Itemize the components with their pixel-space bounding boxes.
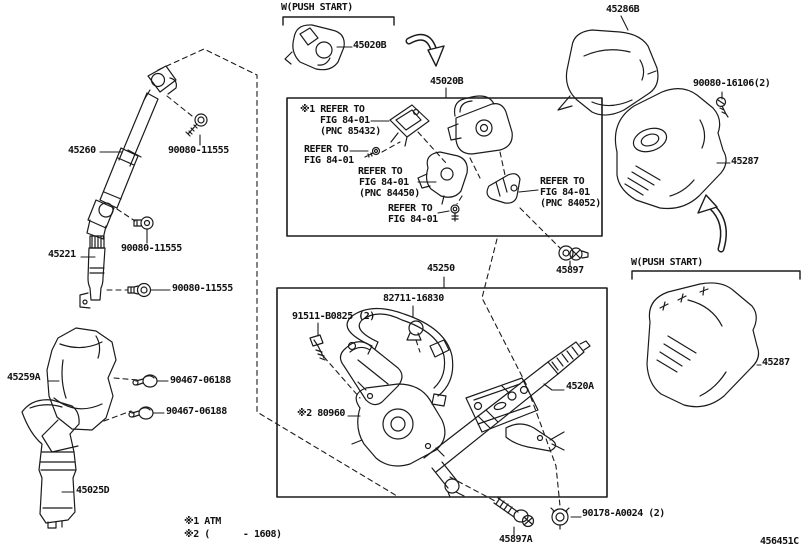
part-drawing-45286B-upper-cover: [557, 29, 659, 116]
refer-note-3-line-1: REFER TO: [358, 166, 403, 177]
part-number-45897A: 45897A: [499, 534, 533, 545]
part-number-90467-06188-b: 90467-06188: [166, 406, 227, 417]
part-number-4520A: 4520A: [566, 381, 594, 392]
part-number-90080-11555-b: 90080-11555: [121, 243, 182, 254]
screw-icon-fig84: [364, 146, 381, 158]
part-number-45897: 45897: [556, 265, 584, 276]
push-start-caption-top: W(PUSH START): [281, 2, 353, 13]
refer-note-4-line-1: REFER TO: [388, 203, 433, 214]
refer-note-2-line-1: REFER TO: [304, 144, 349, 155]
bolt-icon-91511-B0825: [309, 334, 326, 361]
refer-note-1-line-1: ※1 REFER TO: [300, 104, 365, 115]
screw-icon-90080-16106: [715, 96, 729, 118]
push-start-bracket-top: [282, 16, 395, 26]
nut-icon-90178-A0024: [550, 507, 570, 530]
part-drawing-ignition-switch: [447, 95, 513, 155]
part-number-45286B: 45286B: [606, 4, 640, 15]
footnote-atm: ※1 ATM: [184, 516, 221, 527]
figure-code: 456451C: [760, 536, 799, 547]
ignition-detail-box: [286, 97, 603, 237]
part-number-82711-16830: 82711-16830: [383, 293, 444, 304]
part-number-45020B-b: 45020B: [430, 76, 464, 87]
screw-icon-fig84-lower: [450, 204, 460, 222]
push-start-caption-right: W(PUSH START): [631, 257, 703, 268]
refer-note-5-line-1: REFER TO: [540, 176, 585, 187]
part-number-45020B-a: 45020B: [353, 40, 387, 51]
bolt-icon-90080-11555-upper: [185, 113, 208, 137]
bolt-icon-45897A: [493, 497, 535, 528]
bolt-icon-90080-11555-lower: [127, 282, 152, 298]
part-drawing-immobilizer-amplifier: [389, 104, 430, 147]
direction-arrow-right: [697, 194, 727, 253]
refer-note-4-line-2: FIG 84-01: [388, 214, 438, 225]
part-drawing-45260-intermediate-shaft: [86, 65, 177, 240]
footnote-date-range: ※2 ( - 1608): [184, 529, 282, 540]
part-drawing-45287-cover-right: [614, 88, 727, 210]
clip-icon-90467-06188-lower: [128, 406, 154, 420]
refer-note-5-line-3: (PNC 84052): [540, 198, 601, 209]
direction-arrow-top: [405, 33, 445, 67]
refer-note-2-line-2: FIG 84-01: [304, 155, 354, 166]
refer-note-3-line-3: (PNC 84450): [359, 188, 420, 199]
part-drawing-45259A-cover: [41, 327, 117, 453]
part-number-90080-11555-a: 90080-11555: [168, 145, 229, 156]
part-drawing-45221-shaft: [79, 235, 106, 309]
push-start-bracket-right: [631, 270, 801, 280]
clip-icon-90467-06188-upper: [132, 374, 158, 388]
bolt-icon-45897: [558, 245, 589, 261]
part-number-45287-lower: 45287: [762, 357, 790, 368]
part-number-91511-B0825: 91511-B0825 (2): [292, 311, 375, 322]
part-number-90080-11555-c: 90080-11555: [172, 283, 233, 294]
part-number-80960: ※2 80960: [297, 408, 345, 419]
refer-note-5-line-2: FIG 84-01: [540, 187, 590, 198]
part-drawing-45250-column-assy: [339, 307, 591, 498]
part-number-45221: 45221: [48, 249, 76, 260]
part-number-90080-16106: 90080-16106(2): [693, 78, 771, 89]
refer-note-3-line-2: FIG 84-01: [359, 177, 409, 188]
part-number-90467-06188-a: 90467-06188: [170, 375, 231, 386]
part-number-45025D: 45025D: [76, 485, 110, 496]
part-drawing-45020B: [284, 24, 345, 71]
column-assy-detail-box: [276, 287, 608, 498]
part-number-45287-right: 45287: [731, 156, 759, 167]
part-number-45250: 45250: [427, 263, 455, 274]
part-number-45259A: 45259A: [7, 372, 41, 383]
refer-note-1-line-2: FIG 84-01: [320, 115, 370, 126]
part-drawing-key-cylinder: [486, 173, 521, 204]
refer-note-1-line-3: (PNC 85432): [320, 126, 381, 137]
part-drawing-45025D-hole-cover: [21, 399, 80, 529]
part-number-45260: 45260: [68, 145, 96, 156]
part-drawing-45287-cover-push-start: [646, 282, 760, 408]
leader-lines: [47, 15, 762, 536]
part-drawing-key-interlock: [417, 151, 468, 205]
part-number-90178-A0024: 90178-A0024 (2): [582, 508, 665, 519]
bolt-icon-90080-11555-mid: [133, 216, 154, 230]
